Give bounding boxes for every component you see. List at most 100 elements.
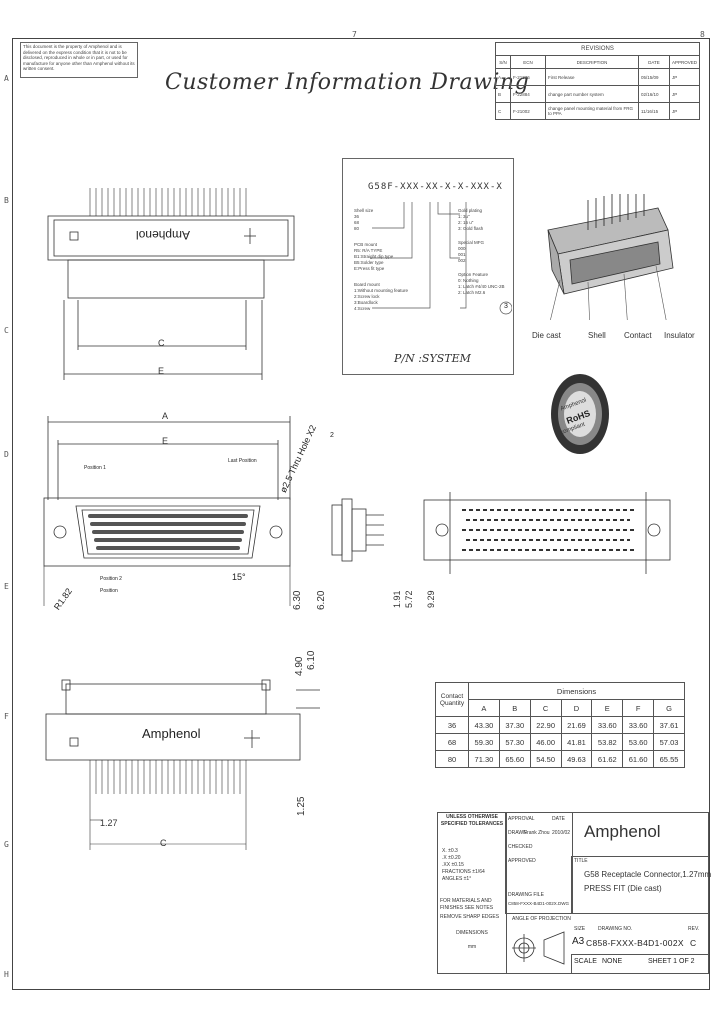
sheet-value: SHEET 1 OF 2	[648, 958, 695, 965]
dims-cell: 43.30	[468, 716, 500, 734]
dims-col: D	[560, 699, 593, 717]
tolerance-line: .X ±0.20	[442, 855, 461, 861]
revisions-table: REVISIONS S/N ECN DESCRIPTION DATE APPRO…	[495, 42, 701, 120]
title-field	[571, 856, 709, 914]
zone-left-a: A	[4, 74, 9, 83]
remove-edges-note: REMOVE SHARP EDGES	[440, 914, 500, 920]
rev-sn: C	[495, 102, 511, 120]
pn-item: 2: Latch M2.6	[458, 290, 486, 295]
dims-cell: 21.69	[560, 716, 593, 734]
table-row: 68 59.30 57.30 46.00 41.81 53.82 53.60 5…	[435, 733, 685, 751]
confidential-note: This document is the property of Ampheno…	[20, 42, 138, 78]
rev-col-sn: S/N	[495, 55, 511, 69]
pn-item: Gold plating	[458, 208, 483, 213]
front-label-position: Position	[100, 588, 118, 594]
bottom-dim-1-25: 1.25	[296, 796, 307, 816]
pn-item: 80	[354, 226, 360, 231]
approval-block	[505, 812, 573, 914]
dims-cell: 53.60	[622, 733, 655, 751]
revision-row: B F-22884 change part number system 02/1…	[495, 85, 701, 103]
callout-shell: Shell	[588, 331, 606, 340]
projection-label: ANGLE OF PROJECTION	[512, 916, 571, 922]
tolerance-line: .XX ±0.15	[442, 862, 464, 868]
side-dim-1-91: 1.91	[392, 590, 402, 608]
part-number-code: G58F-XXX-XX-X-X-XXX-X	[368, 182, 503, 192]
angle-callout: 15°	[232, 572, 246, 582]
dims-header-group: Dimensions	[468, 682, 685, 700]
zone-left-f: F	[4, 712, 9, 721]
front-view-drawing	[43, 416, 291, 606]
dims-cell: 46.00	[529, 733, 562, 751]
front-label-last-position: Last Position	[228, 458, 257, 464]
pn-item: 3: Gold flash	[458, 226, 484, 231]
pn-item: R5: R/A TYPE	[354, 248, 383, 253]
dimensions-label: DIMENSIONS	[456, 930, 488, 936]
drawn-by: Frank Zhou	[524, 830, 550, 836]
revisions-heading: REVISIONS	[495, 42, 700, 56]
units-label: mm	[467, 944, 477, 950]
pn-item: 1:Without mounting feature	[354, 288, 409, 293]
title-label: TITLE	[574, 858, 588, 864]
dims-cell: 65.60	[498, 750, 531, 768]
callout-die-cast: Die cast	[532, 331, 561, 340]
front-label-position2: Position 2	[100, 576, 122, 582]
top-dim-c: C	[158, 338, 165, 348]
dims-cell: 65.55	[653, 750, 685, 768]
dims-cell: 53.82	[591, 733, 624, 751]
rev-col-approved: APPROVED	[668, 55, 701, 69]
top-view-brand: Amphenol	[136, 228, 191, 242]
pn-item: 36	[354, 214, 360, 219]
dims-cell: 59.30	[468, 733, 500, 751]
pn-system-label: P/N :SYSTEM	[394, 352, 471, 365]
dimensions-table: Contact Quantity Dimensions A B C D E F …	[435, 682, 685, 768]
dims-col: G	[653, 699, 685, 717]
rev-ecn: F-22884	[510, 85, 546, 103]
table-row: 80 71.30 65.60 54.50 49.63 61.62 61.60 6…	[435, 750, 685, 768]
bottom-dim-6-10: 6.10	[306, 650, 317, 670]
rev-col-ecn: ECN	[510, 55, 546, 69]
pn-item: 0: Nothing	[458, 278, 479, 283]
materials-note: FOR MATERIALS AND FINISHES SEE NOTES	[440, 898, 494, 911]
rev-desc: change panel mounting material from FRG …	[545, 102, 639, 120]
zone-top-8: 8	[700, 30, 705, 39]
title-line-2: PRESS FIT (Die cast)	[584, 884, 662, 893]
tolerances-heading: UNLESS OTHERWISE SPECIFIED TOLERANCES	[440, 814, 504, 827]
zone-left-g: G	[4, 840, 9, 849]
pn-item: 2:Screw lock	[354, 294, 380, 299]
tolerance-line: ANGLES ±1°	[442, 876, 472, 882]
pn-item: Shell size	[354, 208, 374, 213]
date-label: DATE	[552, 816, 565, 822]
rev-ecn: F-21336	[510, 68, 546, 86]
dims-col: F	[622, 699, 655, 717]
dims-cell: 71.30	[468, 750, 500, 768]
rev-col-date: DATE	[637, 55, 670, 69]
projection-symbol	[512, 931, 565, 965]
pn-item: Special MFG	[458, 240, 485, 245]
rev-sn: B	[495, 85, 511, 103]
dims-cell: 57.03	[653, 733, 685, 751]
zone-left-b: B	[4, 196, 9, 205]
rev-date: 02/16/10	[637, 85, 670, 103]
pn-left-items: Shell size 36 68 80 PCB mount R5: R/A TY…	[354, 208, 424, 312]
dims-cell: 37.30	[498, 716, 531, 734]
zone-left-h: H	[4, 970, 9, 979]
dims-qty: 36	[435, 716, 469, 734]
pn-item: Board mount	[354, 282, 380, 287]
bottom-dim-4-90: 4.90	[294, 656, 305, 676]
drawn-label: DRAWN	[508, 830, 527, 836]
rohs-seal	[551, 374, 609, 454]
dims-cell: 61.60	[622, 750, 655, 768]
zone-top-7: 7	[352, 30, 357, 39]
pn-item: B5:Solder type	[354, 260, 384, 265]
dims-col: E	[591, 699, 624, 717]
dims-cell: 37.61	[653, 716, 685, 734]
rev-ecn: F-21002	[510, 102, 546, 120]
pn-item: 4:Screw	[354, 306, 371, 311]
table-row: 36 43.30 37.30 22.90 21.69 33.60 33.60 3…	[435, 716, 685, 734]
scale-value: NONE	[602, 958, 623, 965]
pn-note-number: 3	[504, 303, 508, 310]
bottom-view-drawing	[45, 679, 320, 850]
pn-item: Option Feature	[458, 272, 489, 277]
drawing-title: Customer Information Drawing	[165, 70, 530, 95]
top-view-drawing	[47, 188, 295, 380]
